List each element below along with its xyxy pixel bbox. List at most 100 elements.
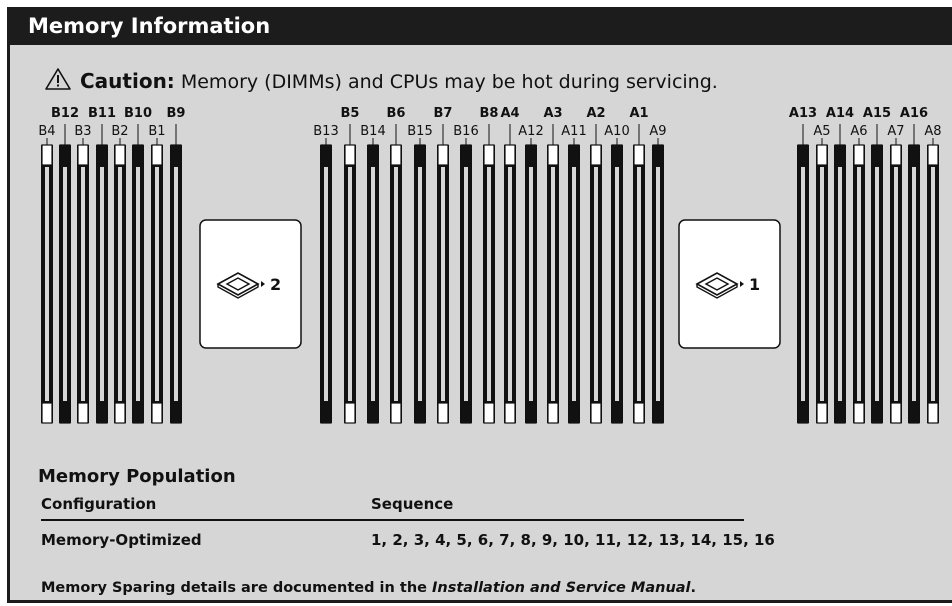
slot-latch-bottom <box>853 402 865 424</box>
cpu-label: 2 <box>270 275 281 294</box>
slot-latch-top <box>853 144 865 166</box>
dimm-slot <box>483 144 495 424</box>
dimm-slot <box>590 144 602 424</box>
slot-label: A7 <box>887 124 904 139</box>
slot-channel <box>81 167 85 401</box>
slot-latch-top <box>890 144 902 166</box>
slot-latch-bottom <box>320 402 332 424</box>
dimm-slot <box>390 144 402 424</box>
dimm-slot <box>611 144 623 424</box>
slot-latch-bottom <box>59 402 71 424</box>
slot-channel <box>551 167 555 401</box>
dimm-slot <box>834 144 846 424</box>
arrow-icon <box>261 281 265 287</box>
slot-latch-bottom <box>367 402 379 424</box>
slot-channel <box>348 167 352 401</box>
slot-latch-top <box>927 144 939 166</box>
slot-latch-top <box>483 144 495 166</box>
dimm-slot <box>96 144 108 424</box>
slot-channel <box>441 167 445 401</box>
dimm-slot <box>114 144 126 424</box>
slot-label: B8 <box>480 106 499 121</box>
slot-label: B4 <box>38 124 55 139</box>
slot-label: B7 <box>434 106 453 121</box>
slot-latch-bottom <box>151 402 163 424</box>
cpu-socket: 1 <box>678 219 781 349</box>
slot-latch-bottom <box>483 402 495 424</box>
footer-text: Memory Sparing details are documented in… <box>41 580 433 596</box>
slot-latch-bottom <box>547 402 559 424</box>
slot-channel <box>875 167 879 401</box>
slot-latch-top <box>547 144 559 166</box>
slot-latch-bottom <box>132 402 144 424</box>
dimm-slot <box>414 144 426 424</box>
slot-label: A2 <box>586 106 605 121</box>
slot-latch-top <box>344 144 356 166</box>
slot-latch-bottom <box>414 402 426 424</box>
slot-latch-bottom <box>590 402 602 424</box>
slot-channel <box>572 167 576 401</box>
slot-channel <box>931 167 935 401</box>
slot-channel <box>594 167 598 401</box>
slot-label: A8 <box>924 124 941 139</box>
slot-channel <box>371 167 375 401</box>
slot-channel <box>136 167 140 401</box>
dimm-slot <box>170 144 182 424</box>
slot-latch-bottom <box>797 402 809 424</box>
slot-label: A10 <box>604 124 629 139</box>
slot-label: B9 <box>167 106 186 121</box>
cpu-label: 1 <box>749 275 760 294</box>
dimm-slot <box>77 144 89 424</box>
slot-label: A13 <box>789 106 817 121</box>
slot-latch-bottom <box>344 402 356 424</box>
slot-channel <box>324 167 328 401</box>
manual-title: Installation and Service Manual <box>432 580 691 596</box>
slot-latch-bottom <box>96 402 108 424</box>
slot-channel <box>45 167 49 401</box>
dimm-slot <box>367 144 379 424</box>
arrow-icon <box>740 281 744 287</box>
dimm-slot <box>504 144 516 424</box>
dimm-slot <box>525 144 537 424</box>
dimm-slot <box>41 144 53 424</box>
slot-channel <box>529 167 533 401</box>
slot-label: A16 <box>900 106 928 121</box>
slot-label: A9 <box>649 124 666 139</box>
slot-label: A11 <box>561 124 586 139</box>
footer-end: . <box>690 580 697 596</box>
config-column-header: Configuration <box>41 495 157 513</box>
population-title: Memory Population <box>38 466 236 487</box>
dimm-slot <box>151 144 163 424</box>
slot-latch-top <box>77 144 89 166</box>
slot-latch-top <box>871 144 883 166</box>
slot-latch-top <box>504 144 516 166</box>
slot-channel <box>418 167 422 401</box>
slot-latch-top <box>96 144 108 166</box>
slot-latch-top <box>367 144 379 166</box>
slot-latch-top <box>320 144 332 166</box>
cpu-chip-icon <box>216 272 260 299</box>
caution-label: Caution: <box>80 69 175 93</box>
slot-channel <box>464 167 468 401</box>
cpu-socket: 2 <box>199 219 302 349</box>
slot-latch-bottom <box>390 402 402 424</box>
slot-latch-top <box>114 144 126 166</box>
dimm-slot <box>568 144 580 424</box>
slot-latch-top <box>816 144 828 166</box>
slot-latch-bottom <box>504 402 516 424</box>
slot-latch-bottom <box>437 402 449 424</box>
slot-latch-top <box>59 144 71 166</box>
slot-label: A4 <box>500 106 519 121</box>
slot-channel <box>637 167 641 401</box>
header-bar: Memory Information <box>10 7 952 45</box>
sequence-cell: 1, 2, 3, 4, 5, 6, 7, 8, 9, 10, 11, 12, 1… <box>371 531 775 549</box>
slot-latch-bottom <box>633 402 645 424</box>
slot-label: A3 <box>543 106 562 121</box>
slot-label: B14 <box>360 124 385 139</box>
slot-channel <box>100 167 104 401</box>
dimm-slot <box>460 144 472 424</box>
slot-latch-top <box>414 144 426 166</box>
slot-label: A1 <box>629 106 648 121</box>
cpu-chip-icon <box>695 272 739 299</box>
